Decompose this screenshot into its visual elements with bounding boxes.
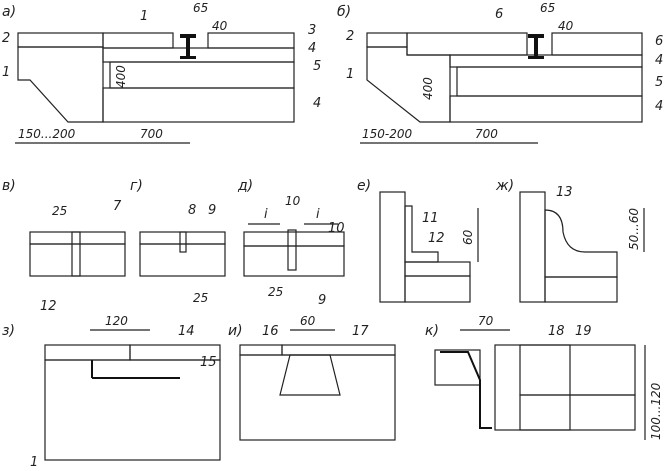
- dimension: 400: [114, 65, 128, 88]
- dimension: 150-200: [362, 127, 413, 141]
- dimension: 25: [52, 204, 67, 218]
- caption: з): [2, 323, 15, 339]
- label: 8: [188, 203, 196, 218]
- caption: е): [357, 178, 371, 194]
- label: 3: [308, 23, 316, 38]
- panel-z: з) 120 14 15 1: [2, 314, 221, 470]
- panel-g: г) 8 9 25: [130, 178, 226, 305]
- label: 19: [575, 324, 592, 339]
- caption: д): [237, 178, 253, 194]
- panel-e: е) 11 12 60: [357, 178, 479, 303]
- label: 2: [346, 29, 354, 44]
- dimension: 60: [300, 314, 316, 328]
- label: i: [316, 207, 320, 222]
- dimension: 50...60: [627, 208, 641, 250]
- dimension: 65: [540, 1, 555, 15]
- dimension: 65: [193, 1, 208, 15]
- dimension: 150...200: [18, 127, 76, 141]
- panel-b: б) 6 2 6 4 5 4 1 65 40 400 150-200 700: [337, 1, 663, 144]
- label: 1: [346, 67, 354, 82]
- label: 17: [352, 324, 369, 339]
- label: i: [264, 207, 268, 222]
- dimension: 400: [421, 77, 435, 100]
- dimension: 70: [478, 314, 494, 328]
- label: 2: [2, 31, 10, 46]
- label: 9: [208, 203, 216, 218]
- panel-k: к) 70 18 19 100...120: [425, 314, 663, 440]
- panel-d: д) i i 10 10 9 25 10: [237, 178, 345, 308]
- label: 6: [655, 34, 663, 49]
- label: 11: [422, 211, 439, 226]
- panel-a-caption: а): [2, 4, 16, 20]
- dimension: 60: [461, 229, 475, 245]
- dimension: 25: [193, 291, 208, 305]
- label: 13: [556, 185, 573, 200]
- dimension: 40: [558, 19, 574, 33]
- label: 10: [328, 221, 345, 236]
- label: 12: [428, 231, 445, 246]
- panel-i: и) 60 16 17: [228, 314, 396, 441]
- dimension: 100...120: [649, 382, 663, 440]
- label: 5: [313, 59, 321, 74]
- label: 1: [30, 455, 38, 470]
- panel-a: а) 1 2 3 4 5 4 1 65 40 400 150...200 700: [2, 1, 321, 144]
- label: 7: [113, 199, 122, 214]
- label: 15: [200, 355, 217, 370]
- caption: к): [425, 323, 439, 339]
- label: 4: [308, 41, 316, 56]
- caption: и): [228, 323, 243, 339]
- panel-v: в) 25 7 12: [2, 178, 126, 314]
- dimension: 700: [475, 127, 498, 141]
- label: 1: [2, 65, 10, 80]
- panel-zh: ж) 13 50...60: [495, 178, 645, 303]
- label: 12: [40, 299, 57, 314]
- dimension: 10: [285, 194, 301, 208]
- caption: в): [2, 178, 16, 194]
- label: 6: [495, 7, 503, 22]
- label: 1: [140, 9, 148, 24]
- dimension: 25: [268, 285, 283, 299]
- label: 14: [178, 324, 195, 339]
- label: 9: [318, 293, 326, 308]
- label: 4: [655, 99, 663, 114]
- label: 18: [548, 324, 565, 339]
- dimension: 700: [140, 127, 163, 141]
- caption: г): [130, 178, 143, 194]
- label: 5: [655, 75, 663, 90]
- dimension: 120: [105, 314, 128, 328]
- label: 4: [655, 53, 663, 68]
- panel-b-caption: б): [337, 4, 351, 20]
- dimension: 40: [212, 19, 228, 33]
- label: 4: [313, 96, 321, 111]
- label: 16: [262, 324, 279, 339]
- caption: ж): [495, 178, 514, 194]
